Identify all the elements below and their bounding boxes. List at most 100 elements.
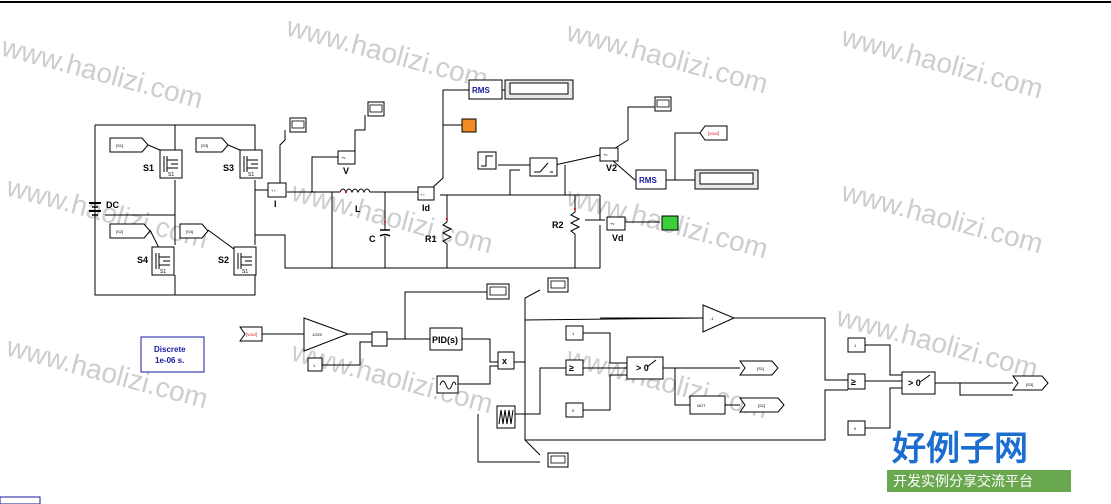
vd-label: Vd [612, 233, 624, 243]
svg-text:+v: +v [341, 155, 345, 160]
orange-scope-fill [461, 118, 477, 133]
current-meter-i[interactable]: + i I [267, 182, 287, 209]
watermark-text: www.haolizi.com [562, 16, 771, 100]
svg-text:S1: S1 [168, 172, 174, 178]
display-1[interactable] [504, 79, 574, 100]
resistor-r2[interactable]: R2 [552, 205, 581, 240]
scope-carrier-top[interactable] [547, 277, 569, 293]
svg-text:x: x [502, 356, 507, 366]
dc-label: DC [106, 200, 119, 210]
svg-text:Discrete: Discrete [154, 345, 186, 354]
svg-text:1/220: 1/220 [312, 332, 323, 337]
switch-s3[interactable]: S1 S3 [223, 149, 263, 179]
scope-v[interactable] [367, 101, 385, 117]
rms-block-2[interactable]: RMS [635, 169, 667, 190]
slogan-cn: 开发实例分享交流平台 [893, 473, 1033, 490]
const-c[interactable]: 1 [847, 337, 866, 353]
r2-label: R2 [552, 220, 564, 230]
scope-v2[interactable] [654, 96, 672, 112]
compare-ge-1[interactable]: ≥ [565, 359, 584, 376]
svg-text:1e-06 s.: 1e-06 s. [155, 356, 184, 365]
scope-pid[interactable] [486, 283, 510, 300]
svg-text:S1: S1 [160, 269, 166, 275]
s1-label: S1 [143, 163, 154, 173]
svg-text:RMS: RMS [639, 176, 657, 185]
svg-text:[S4]: [S4] [186, 229, 193, 234]
svg-text:-1: -1 [710, 316, 714, 321]
from-tag-s4[interactable]: [S4] [179, 223, 209, 239]
green-scope-fill [661, 215, 679, 231]
const-a[interactable]: 1 [565, 325, 584, 341]
goto-s2[interactable]: [S2] [739, 397, 785, 413]
neg-gain-block[interactable]: -1 [702, 304, 736, 333]
step-source[interactable] [477, 151, 497, 170]
svg-text:0: 0 [854, 426, 857, 431]
compare-ge-2[interactable]: ≥ [847, 373, 866, 390]
goto-s3[interactable]: [S3] [1012, 375, 1049, 391]
not-block[interactable]: NOT [689, 395, 726, 415]
watermark-text: www.haolizi.com [0, 31, 206, 115]
svg-text:S1: S1 [242, 269, 248, 275]
switch-s1[interactable]: S1 S1 [143, 149, 183, 179]
brand-watermark: 好例子网 开发实例分享交流平台 [887, 429, 1071, 492]
sum-block[interactable] [371, 331, 388, 347]
id-label: Id [422, 203, 430, 213]
slogan-bg [887, 470, 1071, 492]
svg-text:RMS: RMS [472, 86, 490, 95]
svg-text:S1: S1 [248, 172, 254, 178]
svg-text:[vout]: [vout] [708, 131, 719, 136]
svg-text:≥: ≥ [851, 377, 856, 387]
dc-source[interactable]: DC [89, 198, 119, 216]
const-1[interactable]: 1 [307, 357, 323, 372]
switch-block-1[interactable]: > 0 [626, 356, 664, 380]
goto-s1[interactable]: [S1] [739, 360, 779, 376]
from-tag-s2[interactable]: [S2] [109, 223, 151, 239]
svg-text:+ i: + i [271, 188, 275, 193]
multiply-block[interactable]: x [497, 351, 515, 370]
scope-carrier-bottom[interactable] [547, 452, 569, 468]
scope-green[interactable] [661, 215, 679, 231]
r1-label: R1 [425, 234, 437, 244]
watermark-text: www.haolizi.com [2, 171, 211, 255]
voltage-meter-v2[interactable]: +v V2 [599, 147, 619, 173]
goto-vout[interactable]: [vout] [699, 125, 728, 141]
switch-s2[interactable]: S1 S2 [218, 246, 257, 276]
corner-tab [0, 496, 41, 504]
from-tag-s1[interactable]: [S1] [109, 137, 149, 153]
inductor-l[interactable]: L [339, 188, 375, 214]
switch-block-2[interactable]: > 0 [901, 371, 936, 395]
from-tag-s3[interactable]: [S3] [195, 137, 229, 153]
const-d[interactable]: 0 [847, 420, 866, 436]
svg-text:1: 1 [572, 331, 575, 336]
scope-i[interactable] [289, 117, 307, 133]
svg-text:> 0: > 0 [636, 363, 649, 373]
v-label: V [343, 166, 349, 176]
watermark-text: www.haolizi.com [837, 176, 1046, 260]
current-meter-id[interactable]: + i Id [417, 186, 435, 213]
sine-source[interactable] [436, 375, 459, 394]
voltage-meter-v[interactable]: +v V [337, 150, 356, 176]
svg-text:[S1]: [S1] [116, 143, 123, 148]
resistor-r1[interactable]: R1 [425, 215, 453, 250]
svg-text:> 0: > 0 [908, 378, 921, 388]
gain-block[interactable]: 1/220 [303, 317, 350, 352]
switch-s4[interactable]: S1 S4 [137, 246, 175, 276]
display-2[interactable] [694, 169, 759, 190]
v2-label: V2 [606, 163, 617, 173]
svg-text:[S2]: [S2] [758, 403, 765, 408]
from-vout[interactable]: [vout] [239, 326, 263, 342]
rms-block-1[interactable]: RMS [468, 79, 503, 100]
scope-orange[interactable] [461, 118, 477, 133]
control-wires [262, 289, 1013, 463]
brand-cn: 好例子网 [891, 429, 1028, 469]
watermark-text: www.haolizi.com [282, 11, 491, 95]
triangle-source[interactable] [496, 405, 516, 429]
powergui-discrete[interactable]: Discrete 1e-06 s. [140, 336, 205, 373]
ideal-switch[interactable] [529, 157, 558, 177]
voltage-meter-vd[interactable]: +v Vd [606, 216, 626, 243]
const-b[interactable]: 0 [565, 402, 584, 418]
capacitor-c[interactable]: C [369, 218, 391, 248]
l-label: L [355, 204, 361, 214]
pid-controller[interactable]: PID(s) [429, 327, 463, 351]
